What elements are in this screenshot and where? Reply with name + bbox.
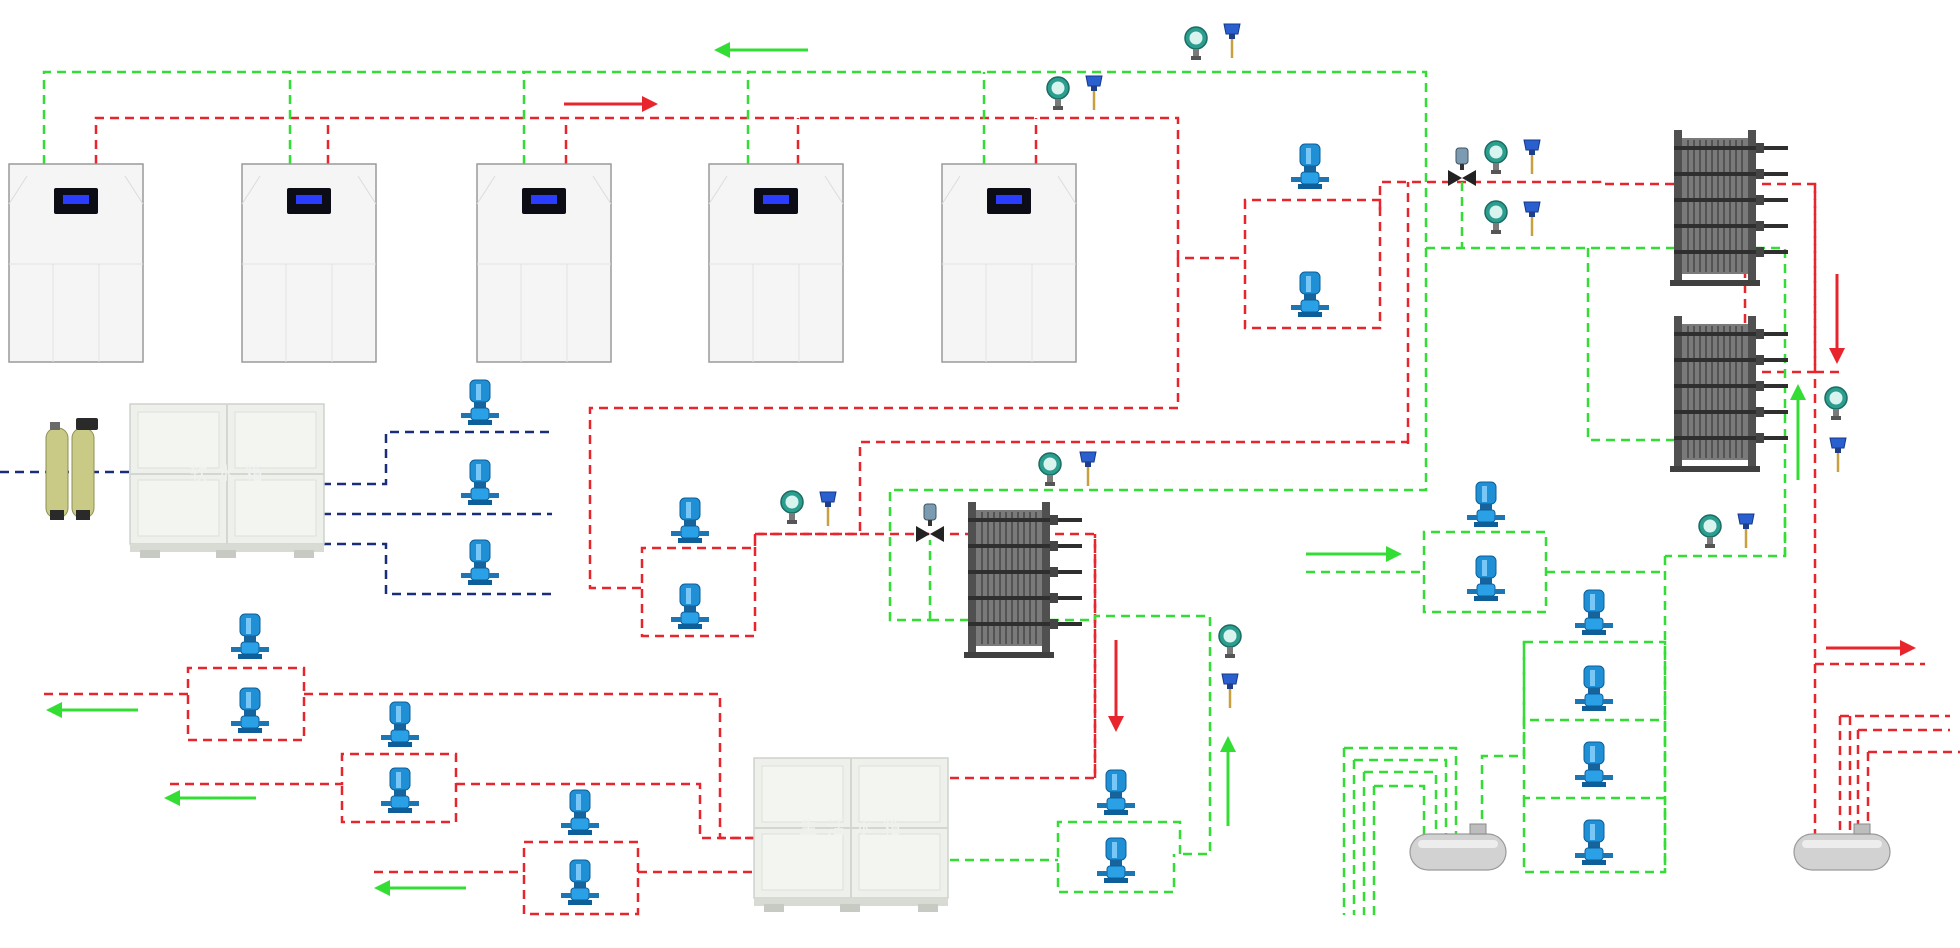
softener-filter-icon[interactable] bbox=[46, 418, 98, 520]
temperature-sensor-icon[interactable] bbox=[1080, 452, 1096, 486]
circulation-pump-icon[interactable] bbox=[461, 460, 499, 505]
expansion-tank-icon[interactable] bbox=[1794, 824, 1890, 870]
plate-heat-exchanger-icon[interactable] bbox=[1670, 130, 1788, 286]
circulation-pump-icon[interactable] bbox=[561, 790, 599, 835]
circulation-pump-icon[interactable] bbox=[231, 688, 269, 733]
domestic-water-tank-label: 生 活 水 箱 bbox=[799, 818, 902, 839]
arrow-green-left-2 bbox=[164, 790, 256, 806]
arrow-red-right-outlet bbox=[1826, 640, 1916, 656]
temperature-sensor-icon[interactable] bbox=[1224, 24, 1240, 58]
circulation-pump-icon[interactable] bbox=[461, 540, 499, 585]
pressure-transmitter-icon[interactable] bbox=[781, 491, 803, 524]
pressure-transmitter-icon[interactable] bbox=[1219, 625, 1241, 658]
heat-pump-heater-icon[interactable] bbox=[942, 164, 1076, 362]
arrow-red-down-mid bbox=[1108, 640, 1124, 732]
arrow-green-left-3 bbox=[374, 880, 466, 896]
electric-valve-icon[interactable] bbox=[916, 504, 944, 542]
pressure-transmitter-icon[interactable] bbox=[1699, 515, 1721, 548]
circulation-pump-icon[interactable] bbox=[1467, 482, 1505, 527]
circulation-pump-icon[interactable] bbox=[1291, 144, 1329, 189]
pressure-transmitter-icon[interactable] bbox=[1825, 387, 1847, 420]
temperature-sensor-icon[interactable] bbox=[1222, 674, 1238, 708]
circulation-pump-icon[interactable] bbox=[1097, 770, 1135, 815]
arrow-red-down-right bbox=[1829, 274, 1845, 364]
pressure-transmitter-icon[interactable] bbox=[1485, 201, 1507, 234]
circulation-pump-icon[interactable] bbox=[381, 702, 419, 747]
temperature-sensor-icon[interactable] bbox=[1524, 202, 1540, 236]
circulation-pump-icon[interactable] bbox=[1575, 820, 1613, 865]
temperature-sensor-icon[interactable] bbox=[820, 492, 836, 526]
circulation-pump-icon[interactable] bbox=[461, 380, 499, 425]
circulation-pump-icon[interactable] bbox=[1467, 556, 1505, 601]
temperature-sensor-icon[interactable] bbox=[1830, 438, 1846, 472]
pressure-transmitter-icon[interactable] bbox=[1047, 77, 1069, 110]
circulation-pump-icon[interactable] bbox=[1291, 272, 1329, 317]
heat-pump-heater-icon[interactable] bbox=[9, 164, 143, 362]
arrow-green-up-mid bbox=[1220, 736, 1236, 826]
circulation-pump-icon[interactable] bbox=[381, 768, 419, 813]
circulation-pump-icon[interactable] bbox=[1575, 590, 1613, 635]
circulation-pump-icon[interactable] bbox=[671, 584, 709, 629]
temperature-sensor-icon[interactable] bbox=[1738, 514, 1754, 548]
pressure-transmitter-icon[interactable] bbox=[1039, 453, 1061, 486]
circulation-pump-icon[interactable] bbox=[231, 614, 269, 659]
arrow-green-left-top bbox=[714, 42, 808, 58]
circulation-pump-icon[interactable] bbox=[1575, 666, 1613, 711]
pressure-transmitter-icon[interactable] bbox=[1485, 141, 1507, 174]
soft-water-tank-label: 软 水 箱 bbox=[189, 464, 264, 485]
plate-heat-exchanger-icon[interactable] bbox=[964, 502, 1082, 658]
plate-heat-exchanger-icon[interactable] bbox=[1670, 316, 1788, 472]
arrow-green-left-1 bbox=[46, 702, 138, 718]
pressure-transmitter-icon[interactable] bbox=[1185, 27, 1207, 60]
heat-pump-heater-icon[interactable] bbox=[477, 164, 611, 362]
heat-pump-heater-icon[interactable] bbox=[709, 164, 843, 362]
temperature-sensor-icon[interactable] bbox=[1086, 76, 1102, 110]
soft-water-tank[interactable]: 软 水 箱 bbox=[130, 404, 324, 558]
arrow-red-right-top bbox=[564, 96, 658, 112]
heater-row bbox=[9, 164, 1076, 362]
circulation-pump-icon[interactable] bbox=[1097, 838, 1135, 883]
domestic-water-tank[interactable]: 生 活 水 箱 bbox=[754, 758, 948, 912]
arrow-green-up-right bbox=[1790, 384, 1806, 480]
circulation-pump-icon[interactable] bbox=[1575, 742, 1613, 787]
circulation-pump-icon[interactable] bbox=[561, 860, 599, 905]
electric-valve-icon[interactable] bbox=[1448, 148, 1476, 186]
circulation-pump-icon[interactable] bbox=[671, 498, 709, 543]
temperature-sensor-icon[interactable] bbox=[1524, 140, 1540, 174]
heat-pump-heater-icon[interactable] bbox=[242, 164, 376, 362]
arrow-green-right-mid bbox=[1306, 546, 1402, 562]
